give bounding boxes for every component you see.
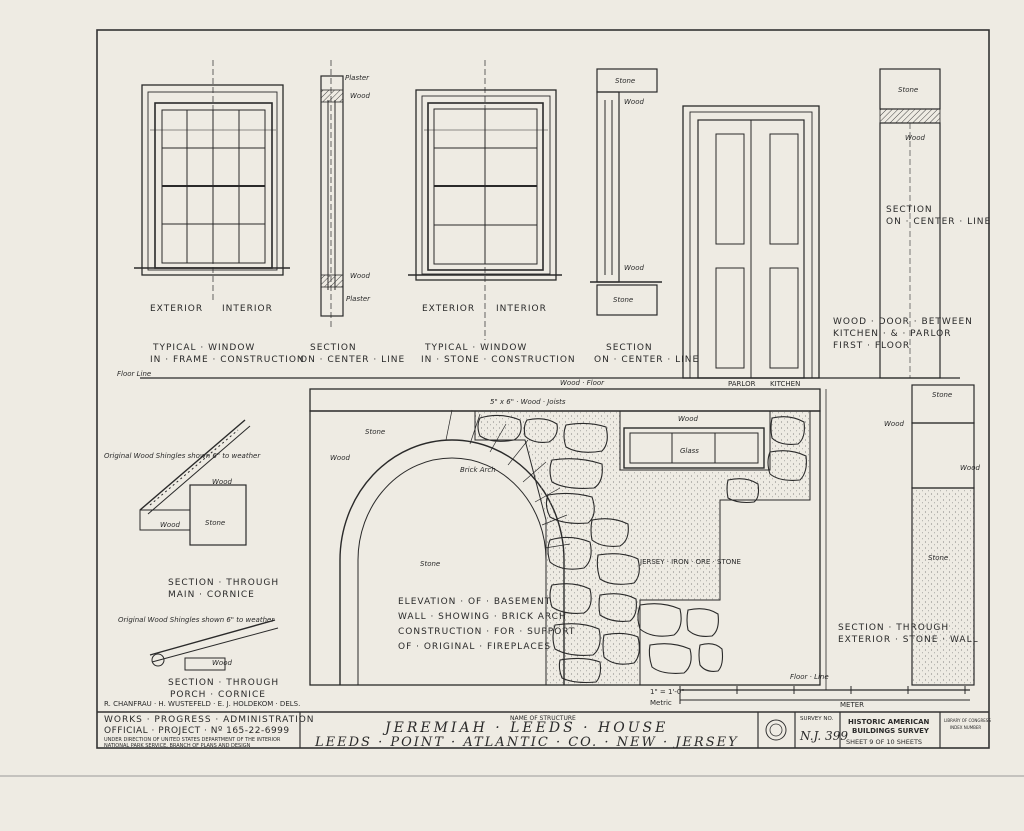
basement-note-glass: Glass	[680, 447, 699, 455]
section-frame-drawing	[320, 60, 344, 330]
main-cornice-note-wood-top: Wood	[212, 478, 232, 486]
section-frame-title-line1: SECTION	[310, 343, 357, 353]
window-stone-interior-label: INTERIOR	[496, 304, 547, 314]
basement-wall-elevation	[309, 388, 821, 686]
basement-note-stone-mid: Stone	[420, 560, 440, 568]
wpa-line2: OFFICIAL · PROJECT · Nº 165-22-6999	[104, 726, 290, 736]
section-door-title-line1: SECTION	[886, 205, 933, 215]
door-parlor-label: PARLOR	[728, 380, 756, 388]
basement-stones	[477, 414, 807, 684]
main-cornice-title-line1: SECTION · THROUGH	[168, 578, 279, 588]
window-stone-exterior-label: EXTERIOR	[422, 304, 475, 314]
door-elevation	[682, 105, 820, 379]
porch-cornice-drawing	[149, 619, 279, 671]
basement-title-line3: CONSTRUCTION · FOR · SUPPORT	[398, 627, 575, 637]
scale-label-unit: METER	[840, 701, 864, 709]
stone-wall-note-stone-bottom: Stone	[928, 554, 948, 562]
delineators: R. CHANFRAU · H. WUSTEFELD · E. J. HOLDE…	[104, 700, 300, 708]
brick-arch-voussoirs	[445, 409, 571, 549]
main-cornice-title-line2: MAIN · CORNICE	[168, 590, 255, 600]
section-stone-note-wood-top: Wood	[624, 98, 644, 106]
window-stone-elevation	[408, 60, 562, 340]
window-frame-title-line1: TYPICAL · WINDOW	[152, 343, 255, 353]
title-block-frame	[299, 712, 941, 748]
main-cornice-note-stone: Stone	[205, 519, 225, 527]
stone-wall-title-line1: SECTION · THROUGH	[838, 623, 949, 633]
main-cornice-drawing	[139, 419, 251, 546]
outer-border	[96, 29, 990, 749]
door-title-line1: WOOD · DOOR · BETWEEN	[833, 317, 973, 327]
scale-label-metric: Metric	[650, 699, 672, 707]
sheet-number: SHEET 9 OF 10 SHEETS	[846, 738, 922, 746]
window-frame-interior-label: INTERIOR	[222, 304, 273, 314]
section-frame-note-plaster-bottom: Plaster	[346, 295, 371, 303]
stone-wall-section	[825, 384, 975, 690]
basement-title-line1: ELEVATION · OF · BASEMENT	[398, 597, 551, 607]
structure-location: LEEDS · POINT · ATLANTIC · CO. · NEW · J…	[314, 735, 739, 750]
section-frame-note-wood-top: Wood	[350, 92, 370, 100]
basement-note-brick-arch: Brick Arch	[460, 466, 496, 474]
scale-bar	[679, 686, 970, 704]
basement-note-wood-left: Wood	[330, 454, 350, 462]
basement-title-line4: OF · ORIGINAL · FIREPLACES	[398, 642, 551, 652]
basement-note-joists: 5" x 6" · Wood · Joists	[490, 398, 566, 406]
window-frame-title-line2: IN · FRAME · CONSTRUCTION	[150, 355, 305, 365]
habs-line1: HISTORIC AMERICAN	[848, 718, 930, 726]
porch-cornice-note-wood: Wood	[212, 659, 232, 667]
basement-note-jersey-iron-ore: JERSEY · IRON · ORE · STONE	[639, 558, 741, 566]
section-stone-title-line1: SECTION	[606, 343, 653, 353]
porch-cornice-note-shingles: Original Wood Shingles shown 6" to weath…	[118, 616, 275, 624]
section-door-note-wood: Wood	[905, 134, 925, 142]
section-frame-title-line2: ON · CENTER · LINE	[300, 355, 405, 365]
structure-name: JEREMIAH · LEEDS · HOUSE	[382, 720, 668, 736]
porch-cornice-title-line2: PORCH · CORNICE	[170, 690, 266, 700]
stone-wall-title-line2: EXTERIOR · STONE · WALL	[838, 635, 979, 645]
section-frame-note-wood-bottom: Wood	[350, 272, 370, 280]
basement-note-stone-top: Stone	[365, 428, 385, 436]
window-stone-title-line1: TYPICAL · WINDOW	[424, 343, 527, 353]
structure-name-label: NAME OF STRUCTURE	[510, 715, 576, 722]
library-line1: LIBRARY OF CONGRESS	[944, 718, 991, 723]
door-title-line2: KITCHEN · & · PARLOR	[833, 329, 951, 339]
scale-label-inch: 1" = 1'-0"	[650, 688, 685, 696]
section-frame-note-plaster-top: Plaster	[345, 74, 370, 82]
window-frame-exterior-label: EXTERIOR	[150, 304, 203, 314]
stone-wall-note-wood-right: Wood	[960, 464, 980, 472]
basement-note-wood-floor: Wood · Floor	[560, 379, 605, 387]
section-door-note-stone: Stone	[898, 86, 918, 94]
section-door-title-line2: ON · CENTER · LINE	[886, 217, 991, 227]
habs-line2: BUILDINGS SURVEY	[852, 727, 930, 735]
section-stone-note-stone-top: Stone	[615, 77, 635, 85]
basement-title-line2: WALL · SHOWING · BRICK ARCH	[398, 612, 567, 622]
basement-note-floor-line: Floor · Line	[790, 673, 829, 681]
section-stone-drawing	[590, 68, 662, 316]
section-stone-note-wood-bottom: Wood	[624, 264, 644, 272]
main-cornice-note-wood-bottom: Wood	[160, 521, 180, 529]
basement-note-wood-window: Wood	[678, 415, 698, 423]
section-stone-title-line2: ON · CENTER · LINE	[594, 355, 699, 365]
stone-wall-note-stone-top: Stone	[932, 391, 952, 399]
porch-cornice-title-line1: SECTION · THROUGH	[168, 678, 279, 688]
library-line2: INDEX NUMBER	[950, 725, 981, 730]
section-stone-note-stone-bottom: Stone	[613, 296, 633, 304]
survey-no: N.J. 399	[799, 729, 848, 743]
survey-no-label: SURVEY NO.	[800, 716, 834, 722]
stone-wall-note-wood-left: Wood	[884, 420, 904, 428]
door-title-line3: FIRST · FLOOR	[833, 341, 910, 351]
wpa-line1: WORKS · PROGRESS · ADMINISTRATION	[104, 715, 315, 725]
door-kitchen-label: KITCHEN	[770, 380, 800, 388]
window-frame-elevation	[134, 60, 290, 300]
window-stone-title-line2: IN · STONE · CONSTRUCTION	[421, 355, 576, 365]
floor-line-label: Floor Line	[117, 370, 151, 378]
wpa-line3: UNDER DIRECTION OF UNITED STATES DEPARTM…	[104, 737, 281, 743]
wpa-line4: NATIONAL PARK SERVICE, BRANCH OF PLANS A…	[104, 743, 251, 749]
main-cornice-note-shingles: Original Wood Shingles shown 6" to weath…	[104, 452, 261, 460]
